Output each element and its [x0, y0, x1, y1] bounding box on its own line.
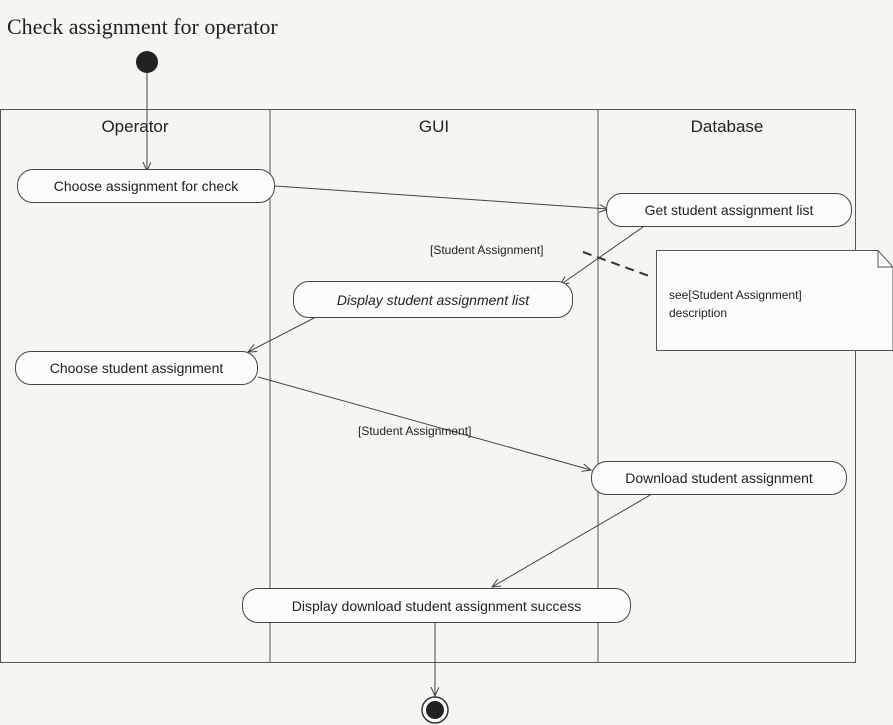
action-download-student-assignment: Download student assignment: [591, 461, 847, 495]
lane-operator-label: Operator: [101, 117, 169, 136]
diagram-title: Check assignment for operator: [7, 14, 278, 39]
final-node-core: [426, 701, 444, 719]
edge-choose-to-get: [274, 185, 608, 209]
action-display-student-assignment-list: Display student assignment list: [293, 281, 573, 318]
edge-display-to-choose-student: [248, 316, 317, 352]
edge-get-to-display: [560, 226, 644, 285]
guard-student-assignment-2: [Student Assignment]: [358, 424, 472, 438]
note-text: see[Student Assignment] description: [669, 286, 802, 322]
swimlane-frame: [0, 109, 856, 663]
action-choose-student-assignment: Choose student assignment: [15, 351, 258, 385]
initial-node: [136, 51, 158, 73]
lane-gui-label: GUI: [418, 117, 450, 136]
guard-student-assignment-1: [Student Assignment]: [430, 243, 544, 257]
lane-database-label: Database: [690, 117, 764, 136]
note-line-1: see[Student Assignment]: [669, 288, 802, 302]
action-choose-assignment-for-check: Choose assignment for check: [17, 169, 275, 203]
action-get-student-assignment-list: Get student assignment list: [606, 193, 852, 227]
action-display-download-success: Display download student assignment succ…: [242, 588, 631, 623]
edge-choose-student-to-download: [257, 376, 591, 470]
note-fold: [877, 250, 893, 268]
note-shape: [656, 250, 893, 351]
note-connector: [582, 251, 653, 278]
edge-download-to-success: [492, 493, 653, 587]
note-line-2: description: [669, 306, 728, 320]
